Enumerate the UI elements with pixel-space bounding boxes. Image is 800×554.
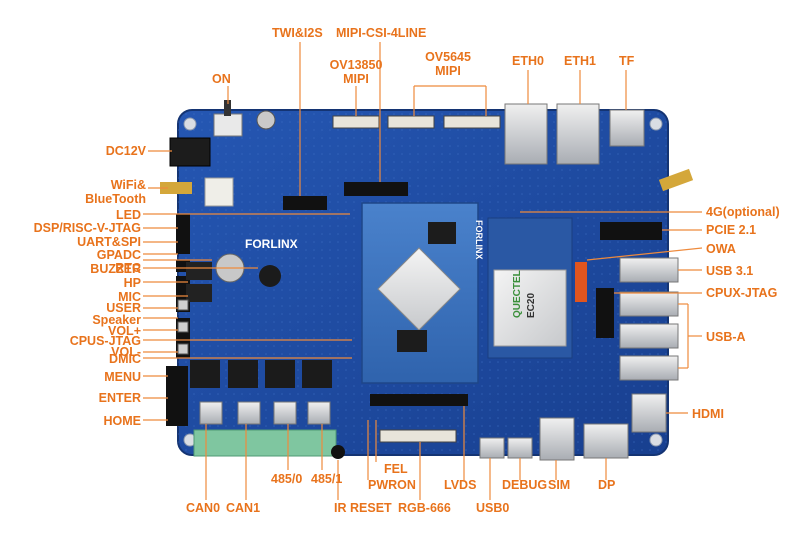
label-menu: MENU: [104, 370, 141, 384]
power-switch: [213, 100, 243, 137]
label-usb31: USB 3.1: [706, 264, 754, 278]
lvds-header: [370, 394, 468, 406]
label-cpus-jtag: CPUS-JTAG: [69, 334, 141, 348]
antenna-left: [160, 182, 192, 194]
label-mipi-csi: MIPI-CSI-4LINE: [336, 26, 427, 40]
tf-slot: [609, 109, 645, 147]
dc-jack: [169, 137, 211, 167]
csi-header: [344, 182, 408, 196]
label-uart-spi: UART&SPI: [77, 235, 141, 249]
label-reset: RESET: [350, 501, 392, 515]
twi-header: [283, 196, 327, 210]
camera-connectors: [332, 115, 501, 129]
relays: [190, 360, 332, 388]
label-debug: DEBUG: [502, 478, 548, 492]
label-dc12v: DC12V: [105, 144, 146, 158]
buzzer-part: [259, 265, 281, 287]
wifi-module: [204, 177, 234, 207]
terminal-block: [193, 429, 337, 457]
label-eth0: ETH0: [512, 54, 544, 68]
antenna-right: [658, 168, 694, 192]
label-eth1: ETH1: [564, 54, 596, 68]
label-ov13850-2: MIPI: [343, 72, 369, 86]
label-owa: OWA: [706, 242, 736, 256]
carrier-logo-text: FORLINX: [245, 237, 298, 251]
label-fel: FEL: [384, 462, 408, 476]
cpux-jtag-header: [596, 288, 614, 338]
bottom-ports: [479, 417, 629, 461]
leader-lines: [143, 42, 703, 500]
lte-module: QUECTEL EC20: [487, 217, 573, 359]
label-mic: MIC: [118, 290, 141, 304]
hdmi-port: [631, 393, 667, 433]
label-ov5645-1: OV5645: [425, 50, 471, 64]
label-can0: CAN0: [186, 501, 221, 515]
label-dsp-jtag: DSP/RISC-V-JTAG: [33, 221, 141, 235]
som-module: FORLINX: [361, 202, 484, 384]
label-usb0: USB0: [476, 501, 510, 515]
lte-brand: QUECTEL: [512, 270, 523, 318]
label-buzzer: BUZZER: [90, 262, 141, 276]
carrier-logo: FORLINX: [245, 237, 298, 251]
label-hdmi: HDMI: [692, 407, 724, 421]
rgb-connector: [379, 429, 457, 443]
owa-connector: [575, 262, 587, 302]
label-rgb666: RGB-666: [398, 501, 451, 515]
ethernet-jacks: [504, 103, 600, 165]
label-usb-a: USB-A: [706, 330, 746, 344]
audio-jacks: [186, 262, 212, 302]
capacitor: [256, 110, 276, 130]
label-twi-i2s: TWI&I2S: [272, 26, 323, 40]
label-user: USER: [106, 301, 141, 315]
label-hp: HP: [123, 276, 141, 290]
label-ir: IR: [334, 501, 347, 515]
label-tf: TF: [619, 54, 635, 68]
label-ov5645-2: MIPI: [435, 64, 461, 78]
label-home: HOME: [103, 414, 142, 428]
label-pcie: PCIE 2.1: [706, 223, 757, 237]
label-wifi-2: BlueTooth: [85, 192, 146, 206]
label-dp: DP: [598, 478, 616, 492]
label-can1: CAN1: [226, 501, 261, 515]
som-logo-text: FORLINX: [474, 220, 484, 260]
label-4g: 4G(optional): [706, 205, 780, 219]
label-ov13850-1: OV13850: [329, 58, 383, 72]
side-buttons: [177, 299, 189, 355]
label-vol-plus: VOL+: [108, 324, 141, 338]
ir-receiver: [331, 445, 345, 459]
label-on: ON: [212, 72, 231, 86]
transformers: [199, 401, 331, 425]
label-wifi-1: WiFi&: [110, 178, 146, 192]
label-speaker: Speaker: [92, 313, 141, 327]
label-rtc: RTC: [115, 261, 141, 275]
label-vol-minus: VOL-: [111, 345, 141, 359]
lte-model: EC20: [526, 293, 537, 318]
label-sim: SIM: [548, 478, 571, 492]
left-headers: [166, 214, 190, 426]
label-gpadc: GPADC: [96, 248, 141, 262]
label-dmic: DMIC: [109, 352, 141, 366]
label-pwron: PWRON: [368, 478, 416, 492]
label-cpux-jtag: CPUX-JTAG: [706, 286, 778, 300]
label-enter: ENTER: [98, 391, 141, 405]
label-485-1: 485/1: [311, 472, 343, 486]
pcie-slot: [600, 222, 662, 240]
label-led: LED: [116, 208, 141, 222]
label-lvds: LVDS: [444, 478, 477, 492]
label-485-0: 485/0: [271, 472, 303, 486]
